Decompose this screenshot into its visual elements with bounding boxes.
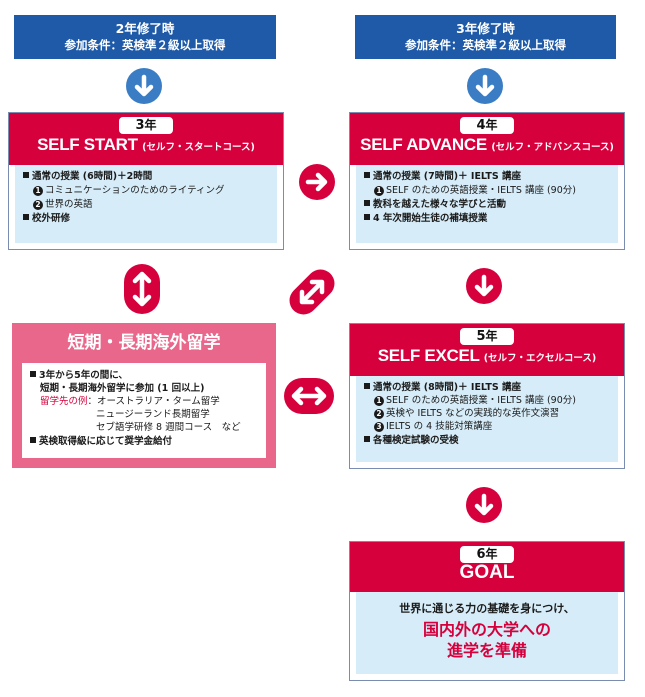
card-header: 5年 SELF EXCEL (セルフ・エクセルコース)	[350, 324, 624, 376]
year5-self-excel-card: 5年 SELF EXCEL (セルフ・エクセルコース) 通常の授業 (8時間)＋…	[349, 323, 625, 469]
year6-goal-card: 6年 GOAL 世界に通じる力の基礎を身につけ、 国内外の大学への 進学を準備	[349, 541, 625, 681]
arrow-down-icon	[467, 68, 503, 104]
list-item: 教科を越えた様々な学びと活動	[364, 198, 506, 211]
header-condition: 参加条件：英検準２級以上取得	[405, 38, 566, 52]
header-title: 2年修了時	[115, 21, 175, 36]
goal-highlight: 進学を準備	[446, 641, 527, 660]
study-abroad-box: 短期・長期海外留学 3年から5年の間に、 短期・長期海外留学に参加 (1 回以上…	[12, 323, 276, 468]
list-item: 通常の授業 (6時間)＋2時間	[23, 170, 152, 183]
arrow-right-icon	[299, 164, 335, 200]
header-year3-completion: 3年修了時 参加条件：英検準２級以上取得	[355, 15, 616, 59]
card-header: 6年 GOAL	[350, 542, 624, 592]
list-item: 各種検定試験の受検	[364, 434, 459, 447]
list-item: ニュージーランド長期留学	[96, 409, 210, 420]
card-header: 3年 SELF START (セルフ・スタートコース)	[9, 113, 283, 165]
arrow-diagonal-icon	[288, 268, 336, 316]
header-condition: 参加条件：英検準２級以上取得	[64, 38, 226, 52]
header-year2-completion: 2年修了時 参加条件：英検準２級以上取得	[14, 15, 276, 59]
arrow-down-icon	[126, 68, 162, 104]
course-title: SELF ADVANCE	[360, 135, 487, 154]
year-badge: 6年	[460, 546, 514, 563]
course-subtitle: (セルフ・アドバンスコース)	[491, 142, 614, 153]
study-abroad-title: 短期・長期海外留学	[67, 333, 221, 353]
header-title: 3年修了時	[456, 21, 515, 36]
list-item: 留学先の例：オーストラリア・ターム留学	[40, 396, 220, 407]
goal-highlight: 国内外の大学への	[422, 620, 551, 639]
year-badge: 3年	[119, 117, 173, 134]
year-badge: 4年	[460, 117, 514, 134]
list-item: 3年から5年の間に、	[30, 369, 128, 382]
arrow-updown-icon	[124, 264, 160, 314]
course-title: SELF START	[37, 135, 138, 154]
year4-self-advance-card: 4年 SELF ADVANCE (セルフ・アドバンスコース) 通常の授業 (7時…	[349, 112, 625, 250]
year-badge: 5年	[460, 328, 514, 345]
course-subtitle: (セルフ・スタートコース)	[142, 142, 255, 153]
list-item: 通常の授業 (7時間)＋ IELTS 講座	[364, 170, 521, 183]
course-title: SELF EXCEL	[377, 346, 480, 365]
year3-self-start-card: 3年 SELF START (セルフ・スタートコース) 通常の授業 (6時間)＋…	[8, 112, 284, 250]
list-item: セブ語学研修 8 週間コース など	[96, 422, 241, 433]
card-body: 世界に通じる力の基礎を身につけ、 国内外の大学への 進学を準備	[356, 592, 618, 674]
arrow-down-icon	[466, 487, 502, 523]
study-abroad-body: 3年から5年の間に、 短期・長期海外留学に参加 (1 回以上) 留学先の例：オー…	[22, 363, 266, 458]
card-header: 4年 SELF ADVANCE (セルフ・アドバンスコース)	[350, 113, 624, 165]
course-subtitle: (セルフ・エクセルコース)	[483, 353, 597, 364]
list-item: 英検取得級に応じて奨学金給付	[30, 435, 172, 448]
list-item: 通常の授業 (8時間)＋ IELTS 講座	[364, 381, 521, 394]
list-item: 4 年次開始生徒の補填授業	[364, 212, 487, 225]
arrow-leftright-icon	[284, 378, 334, 414]
goal-message: 世界に通じる力の基礎を身につけ、	[399, 602, 575, 615]
list-item: 校外研修	[23, 212, 70, 225]
arrow-down-icon	[466, 268, 502, 304]
list-item: 短期・長期海外留学に参加 (1 回以上)	[40, 383, 205, 394]
goal-title: GOAL	[459, 562, 515, 583]
